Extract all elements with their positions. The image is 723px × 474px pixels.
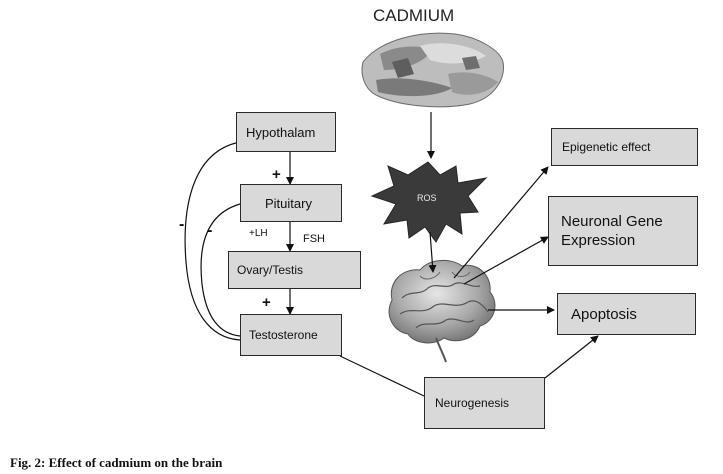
neuronal-gene-expression-box: Neuronal Gene Expression	[548, 196, 698, 266]
lh-label: +LH	[249, 228, 268, 239]
testosterone-box: Testosterone	[240, 314, 342, 356]
hypothalam-box: Hypothalam	[236, 112, 336, 152]
ros-label: ROS	[417, 193, 437, 203]
cadmium-sample-image	[361, 32, 504, 108]
arrow-brain-to-neuronal-gene	[463, 236, 549, 285]
hypothalam-label: Hypothalam	[246, 124, 316, 140]
ovary-testis-box: Ovary/Testis	[228, 251, 361, 289]
apoptosis-box: Apoptosis	[557, 293, 696, 335]
epigenetic-effect-label: Epigenetic effect	[562, 140, 651, 154]
apoptosis-label: Apoptosis	[571, 305, 637, 323]
neurogenesis-label: Neurogenesis	[435, 396, 510, 410]
plus-sign-pituitary: +	[272, 166, 281, 183]
neuronal-gene-expression-label: Neuronal Gene Expression	[561, 213, 663, 249]
figure-caption: Fig. 2: Effect of cadmium on the brain	[10, 455, 223, 470]
arrow-neurogenesis-to-apoptosis	[544, 335, 599, 379]
cadmium-title: CADMIUM	[373, 6, 455, 25]
fsh-label: FSH	[303, 233, 325, 245]
feedback-curve-inner	[200, 203, 241, 337]
pituitary-label: Pituitary	[265, 195, 312, 211]
arrow-ros-to-brain	[428, 231, 437, 273]
plus-sign-testosterone: +	[262, 294, 271, 311]
testosterone-label: Testosterone	[249, 328, 318, 342]
minus-sign-inner: -	[207, 222, 213, 239]
pituitary-box: Pituitary	[240, 184, 342, 222]
ros-starburst	[370, 161, 488, 243]
minus-sign-outer: -	[179, 216, 185, 233]
ovary-testis-label: Ovary/Testis	[237, 263, 304, 277]
feedback-curve-outer	[184, 141, 241, 341]
line-testosterone-to-neurogenesis	[339, 355, 425, 397]
neurogenesis-box: Neurogenesis	[424, 377, 545, 429]
epigenetic-effect-box: Epigenetic effect	[551, 128, 698, 166]
arrow-brain-to-epigenetic	[453, 166, 549, 279]
